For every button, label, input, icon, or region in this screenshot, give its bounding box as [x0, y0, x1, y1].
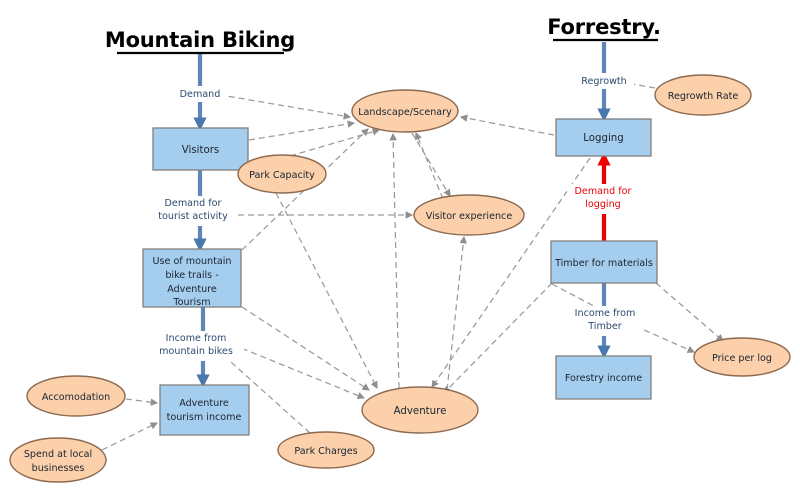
node-adventure-shape[interactable] [361, 386, 479, 434]
node-adventure-tourism-income-label-line1: Adventure [179, 398, 229, 409]
node-trails-label-line2: bike trails - [165, 270, 218, 281]
edge-label-income-from-timber-line2: Timber [587, 321, 622, 332]
node-visitors-shape[interactable] [152, 127, 249, 171]
node-visitors-label: Visitors [182, 145, 219, 156]
link-timber-to-adventure [443, 282, 553, 394]
node-regrowth-rate-shape[interactable] [654, 74, 752, 116]
node-trails-label-line3: Adventure [167, 284, 217, 295]
node-forestry-income-label: Forestry income [565, 373, 642, 384]
node-landscape-scenary[interactable]: Landscape/Scenary [351, 89, 459, 133]
node-park-capacity[interactable]: Park Capacity [237, 154, 327, 194]
edge-label-demand: Demand [180, 89, 221, 100]
ellipse-node-layer: Park Capacity Landscape/Scenary Visitor … [9, 74, 791, 483]
node-trails-label-line4: Tourism [172, 297, 210, 308]
node-timber-for-materials[interactable]: Timber for materials [550, 240, 658, 284]
node-visitor-experience-label: Visitor experience [426, 211, 513, 222]
link-income-timber-to-price-per-log [634, 325, 696, 353]
edge-label-demand-for-logging-line1: Demand for [575, 186, 632, 197]
edge-label-income-from-mountain-bikes-line1: Income from [166, 333, 227, 344]
node-visitor-experience-shape[interactable] [413, 194, 525, 236]
node-spend-at-local-businesses-label-line2: businesses [32, 463, 85, 474]
node-timber-for-materials-label: Timber for materials [554, 258, 653, 269]
edge-label-demand-for-logging-line2: logging [585, 199, 621, 210]
label-bg-income-timber [568, 306, 642, 336]
node-park-capacity-shape[interactable] [237, 154, 327, 194]
node-price-per-log-label: Price per log [712, 353, 772, 364]
node-spend-at-local-businesses[interactable]: Spend at local businesses [9, 437, 107, 483]
node-price-per-log-shape[interactable] [693, 337, 791, 377]
title-layer: Mountain Biking Forrestry. [105, 15, 661, 55]
node-timber-for-materials-shape[interactable] [550, 240, 658, 284]
label-bg-regrowth [574, 73, 634, 89]
link-income-mountain-bikes-to-adventure [213, 336, 366, 400]
node-regrowth-rate[interactable]: Regrowth Rate [654, 74, 752, 116]
node-park-charges-label: Park Charges [294, 446, 357, 457]
link-logging-to-adventure [431, 157, 591, 388]
node-park-charges-shape[interactable] [277, 431, 375, 469]
box-node-layer: Visitors Use of mountain bike trails - A… [142, 118, 658, 436]
link-trails-to-landscape [241, 128, 369, 251]
page-title-forrestry: Forrestry. [547, 15, 661, 39]
node-landscape-scenary-label: Landscape/Scenary [358, 107, 452, 118]
node-landscape-scenary-shape[interactable] [351, 89, 459, 133]
node-spend-at-local-businesses-label-line1: Spend at local [24, 449, 92, 460]
node-accomodation-label: Accomodation [42, 392, 110, 403]
link-adventure-to-landscape [389, 132, 400, 389]
node-use-of-mountain-bike-trails[interactable]: Use of mountain bike trails - Adventure … [142, 248, 242, 308]
link-regrowth-rate-to-regrowth [618, 79, 656, 89]
edge-label-income-from-timber-line1: Income from [575, 308, 636, 319]
link-visitors-to-landscape [248, 120, 356, 141]
node-forestry-income-shape[interactable] [555, 355, 652, 400]
label-bg-demand [173, 86, 227, 102]
node-adventure[interactable]: Adventure [361, 386, 479, 434]
node-use-of-mountain-bike-trails-shape[interactable] [142, 248, 242, 308]
label-bg-income-mountain-bikes [148, 331, 244, 361]
label-bg-demand-tourist [150, 196, 238, 226]
link-timber-to-price-per-log [655, 282, 724, 342]
link-park-capacity-to-landscape [289, 128, 381, 157]
label-bg-demand-logging [567, 184, 639, 214]
flow-label-layer: Demand Demand for tourist activity Incom… [148, 73, 642, 361]
link-visitor-experience-to-landscape [414, 131, 444, 200]
edge-label-regrowth: Regrowth [581, 76, 627, 87]
link-demand-to-landscape [208, 92, 352, 120]
edge-label-demand-for-tourist-activity-line1: Demand for [165, 198, 222, 209]
link-spend-local-to-tourism-income [101, 422, 159, 451]
edge-label-demand-for-tourist-activity-line2: tourist activity [158, 211, 228, 222]
node-adventure-tourism-income-label-line2: tourism income [167, 412, 242, 423]
node-park-charges[interactable]: Park Charges [277, 431, 375, 469]
node-adventure-label: Adventure [394, 406, 447, 417]
link-accomodation-to-tourism-income [125, 398, 159, 406]
link-landscape-to-visitor-experience [411, 132, 451, 197]
node-visitors[interactable]: Visitors [152, 127, 249, 171]
link-park-capacity-to-adventure [275, 192, 378, 389]
node-price-per-log[interactable]: Price per log [693, 337, 791, 377]
link-park-charges-to-income [211, 344, 311, 434]
link-adventure-to-visitor-experience [446, 235, 468, 391]
node-accomodation[interactable]: Accomodation [26, 375, 126, 417]
node-logging-shape[interactable] [555, 118, 652, 157]
node-spend-at-local-businesses-shape[interactable] [9, 437, 107, 483]
node-visitor-experience[interactable]: Visitor experience [413, 194, 525, 236]
page-title-mountain-biking: Mountain Biking [105, 28, 295, 52]
node-regrowth-rate-label: Regrowth Rate [668, 91, 739, 102]
node-logging[interactable]: Logging [555, 118, 652, 157]
link-logging-to-landscape [459, 114, 555, 136]
node-adventure-tourism-income-shape[interactable] [159, 384, 250, 436]
node-adventure-tourism-income[interactable]: Adventure tourism income [159, 384, 250, 436]
node-forestry-income[interactable]: Forestry income [555, 355, 652, 400]
link-trails-to-adventure [241, 306, 370, 391]
node-trails-label-line1: Use of mountain [152, 256, 231, 267]
edge-label-income-from-mountain-bikes-line2: mountain bikes [159, 346, 233, 357]
node-logging-label: Logging [583, 133, 623, 144]
node-accomodation-shape[interactable] [26, 375, 126, 417]
node-park-capacity-label: Park Capacity [249, 170, 315, 181]
